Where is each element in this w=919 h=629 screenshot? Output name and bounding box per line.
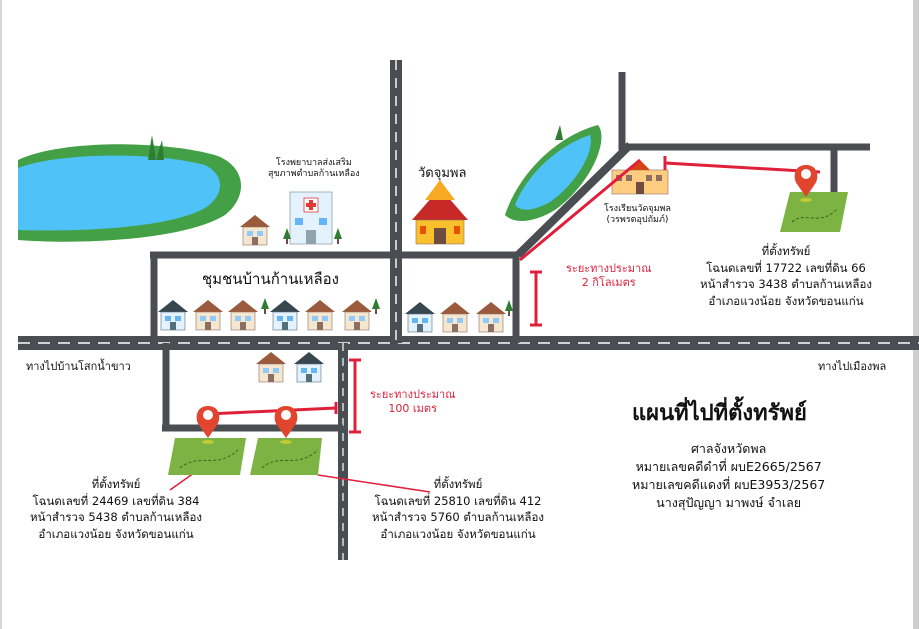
school-label-line1: โรงเรียนวัดจุมพล	[604, 204, 671, 214]
property-1-survey: หน้าสำรวจ 3438 ตำบลก้านเหลือง	[700, 277, 872, 292]
temple-label: วัดจุมพล	[418, 166, 467, 181]
hospital-building	[239, 191, 342, 246]
property-2-info: ที่ตั้งทรัพย์ โฉนดเลขที่ 24469 เลขที่ดิน…	[30, 476, 202, 543]
school-label-line2: (วรพรตอุปถัมภ์)	[606, 215, 669, 226]
property-1-deed: โฉนดเลขที่ 17722 เลขที่ดิน 66	[706, 260, 866, 275]
property-1-info: ที่ตั้งทรัพย์ โฉนดเลขที่ 17722 เลขที่ดิน…	[700, 243, 872, 310]
property-2-title: ที่ตั้งทรัพย์	[91, 477, 141, 491]
property-1-title: ที่ตั้งทรัพย์	[761, 244, 811, 258]
community-houses-left	[157, 298, 380, 331]
distance-near-line1: ระยะทางประมาณ	[370, 388, 456, 401]
distance-far-label: ระยะทางประมาณ 2 กิโลเมตร	[566, 262, 651, 290]
property-2-deed: โฉนดเลขที่ 24469 เลขที่ดิน 384	[32, 493, 200, 508]
red-case-number: หมายเลขคดีแดงที่ ผบE3953/2567	[632, 477, 826, 493]
direction-east: ทางไปเมืองพล	[818, 360, 887, 373]
parcel-2	[168, 406, 246, 475]
property-3-info: ที่ตั้งทรัพย์ โฉนดเลขที่ 25810 เลขที่ดิน…	[372, 476, 544, 543]
hospital-label-line2: สุขภาพตำบลก้านเหลือง	[268, 169, 360, 180]
page-edge-left	[0, 0, 2, 629]
defendant-name: นางสุปัญญา มาพงษ์ จำเลย	[656, 495, 802, 511]
black-case-number: หมายเลขคดีดำที่ ผบE2665/2567	[635, 459, 822, 475]
case-info: ศาลจังหวัดพล หมายเลขคดีดำที่ ผบE2665/256…	[632, 440, 825, 513]
page-edge-right	[913, 0, 919, 629]
community-label: ชุมชนบ้านก้านเหลือง	[202, 270, 339, 288]
distance-near-line2: 100 เมตร	[388, 401, 437, 415]
property-3-survey: หน้าสำรวจ 5760 ตำบลก้านเหลือง	[372, 510, 544, 525]
property-2-district: อำเภอแวงน้อย จังหวัดขอนแก่น	[38, 527, 194, 542]
map-title: แผนที่ไปที่ตั้งทรัพย์	[632, 401, 807, 426]
distance-near-label: ระยะทางประมาณ 100 เมตร	[370, 388, 455, 416]
distance-far-line1: ระยะทางประมาณ	[566, 262, 652, 275]
parcel-3	[250, 406, 322, 475]
direction-west: ทางไปบ้านโสกน้ำขาว	[26, 360, 131, 373]
pond-left	[18, 135, 242, 242]
temple-building	[412, 180, 468, 245]
court-name: ศาลจังหวัดพล	[690, 441, 767, 456]
property-1-district: อำเภอแวงน้อย จังหวัดขอนแก่น	[708, 294, 864, 309]
property-2-survey: หน้าสำรวจ 5438 ตำบลก้านเหลือง	[30, 510, 202, 525]
roads	[18, 60, 919, 560]
property-3-deed: โฉนดเลขที่ 25810 เลขที่ดิน 412	[374, 493, 542, 508]
hospital-label-line1: โรงพยาบาลส่งเสริม	[275, 158, 352, 168]
community-houses-right	[404, 300, 513, 333]
school-building	[611, 160, 669, 195]
distance-far-line2: 2 กิโลเมตร	[581, 275, 636, 289]
houses-south	[255, 351, 325, 383]
hospital-label: โรงพยาบาลส่งเสริม สุขภาพตำบลก้านเหลือง	[268, 158, 360, 181]
pond-right	[505, 125, 602, 222]
property-3-title: ที่ตั้งทรัพย์	[433, 477, 483, 491]
parcel-1	[780, 165, 848, 232]
school-label: โรงเรียนวัดจุมพล (วรพรตอุปถัมภ์)	[604, 204, 671, 227]
property-3-district: อำเภอแวงน้อย จังหวัดขอนแก่น	[380, 527, 536, 542]
